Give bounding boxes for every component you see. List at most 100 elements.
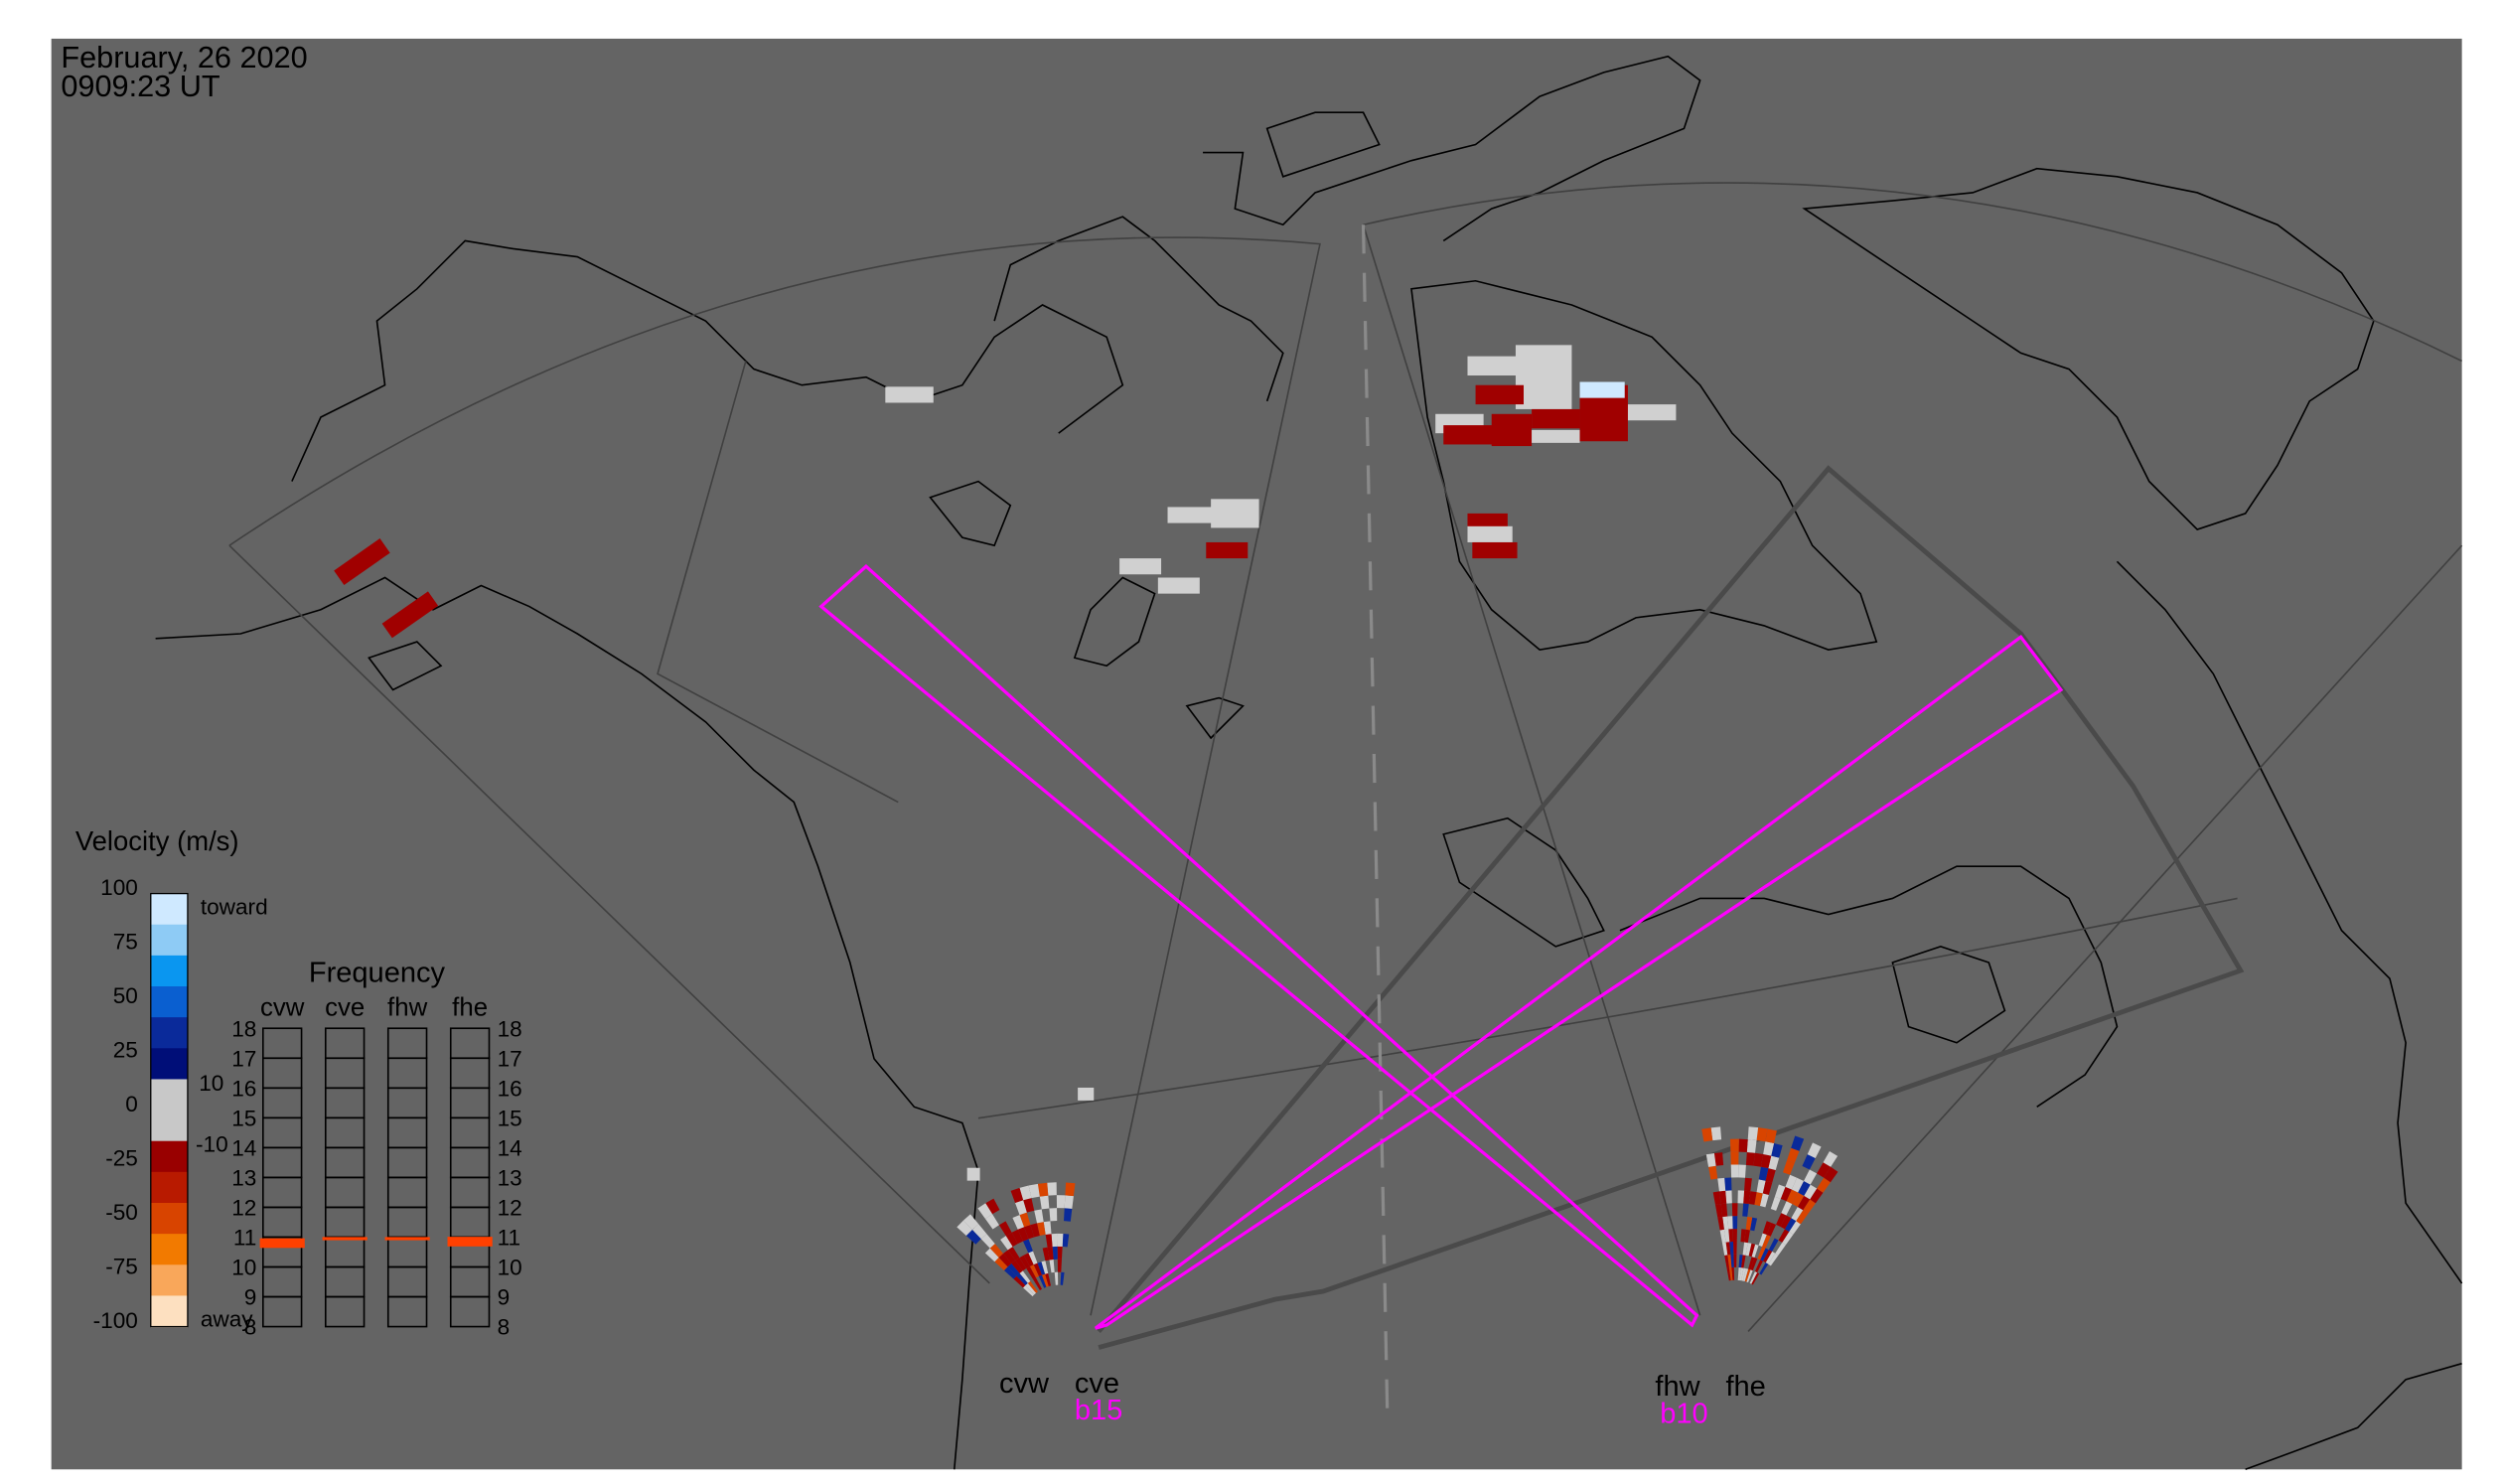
echo-cell bbox=[1770, 1196, 1781, 1211]
echo-cell bbox=[1718, 1190, 1727, 1205]
echo-cell bbox=[1157, 577, 1200, 594]
toward-label: toward bbox=[201, 895, 268, 920]
echo-cell bbox=[1206, 541, 1249, 559]
echo-cell bbox=[1740, 1255, 1746, 1268]
echo-cell bbox=[1722, 1216, 1729, 1230]
echo-cell bbox=[1732, 1229, 1737, 1243]
station-label-cvw: cvw bbox=[999, 1368, 1050, 1400]
echo-cell bbox=[1015, 1258, 1027, 1271]
echo-cell bbox=[977, 1203, 993, 1220]
frequency-title: Frequency bbox=[309, 957, 446, 988]
echo-cell bbox=[1723, 1229, 1730, 1243]
fov-outlines bbox=[228, 182, 2463, 1332]
echo-cell bbox=[1759, 1262, 1769, 1275]
colorbar-segment bbox=[150, 1017, 188, 1050]
echo-cell bbox=[1758, 1166, 1769, 1181]
velocity-tick: 25 bbox=[113, 1038, 138, 1063]
echo-cell bbox=[1762, 1221, 1772, 1236]
echo-cell bbox=[1791, 1207, 1804, 1222]
echo-cell bbox=[1744, 1229, 1750, 1244]
echo-cell bbox=[966, 1167, 980, 1181]
echo-cell bbox=[1746, 1139, 1757, 1153]
echo-cell bbox=[1017, 1227, 1029, 1242]
echo-cell bbox=[1064, 1208, 1073, 1222]
echo-cell bbox=[1741, 1267, 1746, 1281]
echo-cell bbox=[1792, 1192, 1805, 1208]
echo-cell bbox=[1744, 1177, 1752, 1192]
echo-cell bbox=[1019, 1255, 1030, 1269]
echo-cell bbox=[1019, 1212, 1031, 1228]
echo-cell bbox=[1029, 1264, 1039, 1278]
freq-tick-right: 17 bbox=[498, 1046, 522, 1071]
velocity-tick: 75 bbox=[113, 930, 138, 955]
echo-cell bbox=[1753, 1152, 1764, 1167]
echo-cell bbox=[962, 1214, 979, 1230]
gs-lower-label: -10 bbox=[196, 1132, 228, 1157]
echo-cell bbox=[1078, 1087, 1095, 1101]
echo-cell bbox=[1038, 1274, 1047, 1288]
echo-cell bbox=[1713, 1152, 1724, 1166]
velocity-tick: 0 bbox=[125, 1092, 138, 1116]
freq-tick-left: 12 bbox=[231, 1196, 256, 1221]
echo-cell bbox=[1785, 1174, 1798, 1190]
freq-tick-left: 15 bbox=[231, 1106, 256, 1130]
echo-cell bbox=[885, 386, 934, 403]
echo-cell bbox=[1721, 1242, 1728, 1256]
echo-cell bbox=[1019, 1185, 1032, 1201]
meridian-line bbox=[1361, 224, 1390, 1412]
echo-cell bbox=[1726, 1267, 1731, 1281]
echo-cell bbox=[1771, 1142, 1783, 1158]
colorbar-segment bbox=[150, 1079, 188, 1112]
echo-cell bbox=[994, 1257, 1008, 1270]
echo-cell bbox=[1817, 1177, 1831, 1193]
freq-radar-label-cve: cve bbox=[325, 993, 365, 1021]
echo-cell bbox=[1747, 1126, 1759, 1140]
echo-cell bbox=[1013, 1275, 1026, 1288]
echo-cell bbox=[1049, 1259, 1055, 1273]
echo-cell bbox=[1745, 1216, 1753, 1231]
echo-cell bbox=[1042, 1247, 1050, 1261]
echo-cell bbox=[1765, 1251, 1776, 1264]
colorbar-segment bbox=[150, 893, 188, 926]
echo-cell bbox=[1717, 1177, 1726, 1192]
colorbar-segment bbox=[150, 1048, 188, 1081]
echo-cell bbox=[1737, 1190, 1745, 1204]
echo-cell bbox=[985, 1198, 1000, 1215]
echo-cell bbox=[1064, 1195, 1074, 1209]
echo-cell bbox=[1742, 1242, 1748, 1256]
station-label-fhe: fhe bbox=[1725, 1371, 1765, 1403]
colorbar-segment bbox=[150, 986, 188, 1018]
echo-cell bbox=[1789, 1221, 1801, 1235]
echo-cell bbox=[1010, 1187, 1024, 1203]
away-label: away bbox=[201, 1307, 253, 1332]
echo-cell bbox=[1823, 1150, 1839, 1167]
echo-cell bbox=[1783, 1159, 1795, 1175]
velocity-tick: -75 bbox=[105, 1255, 138, 1279]
echo-cell bbox=[1758, 1233, 1767, 1248]
echo-cell bbox=[1011, 1229, 1024, 1245]
echo-cell bbox=[1733, 1254, 1737, 1267]
echo-cell bbox=[1475, 384, 1525, 405]
echo-cell bbox=[1746, 1269, 1753, 1283]
echo-cell bbox=[1000, 1236, 1013, 1251]
beam-fhw-b10 bbox=[818, 564, 1699, 1328]
echo-cell bbox=[1742, 1203, 1749, 1217]
echo-cell bbox=[1765, 1128, 1777, 1143]
echo-cell bbox=[1802, 1154, 1816, 1170]
freq-cell bbox=[324, 1295, 366, 1328]
echo-cell bbox=[1023, 1253, 1034, 1266]
echo-cell bbox=[381, 591, 439, 639]
echo-cell bbox=[1791, 1177, 1805, 1193]
echo-cell bbox=[1791, 1135, 1805, 1151]
echo-cell bbox=[1579, 381, 1625, 398]
freq-tick-right: 10 bbox=[498, 1256, 522, 1280]
echo-cell bbox=[1041, 1273, 1049, 1287]
colorbar-frame bbox=[150, 892, 189, 1328]
freq-tick-right: 18 bbox=[498, 1016, 522, 1041]
echo-cell bbox=[1027, 1280, 1038, 1293]
echo-cell bbox=[1012, 1215, 1025, 1230]
echo-cell bbox=[1057, 1233, 1064, 1247]
echo-cell bbox=[1774, 1184, 1786, 1199]
